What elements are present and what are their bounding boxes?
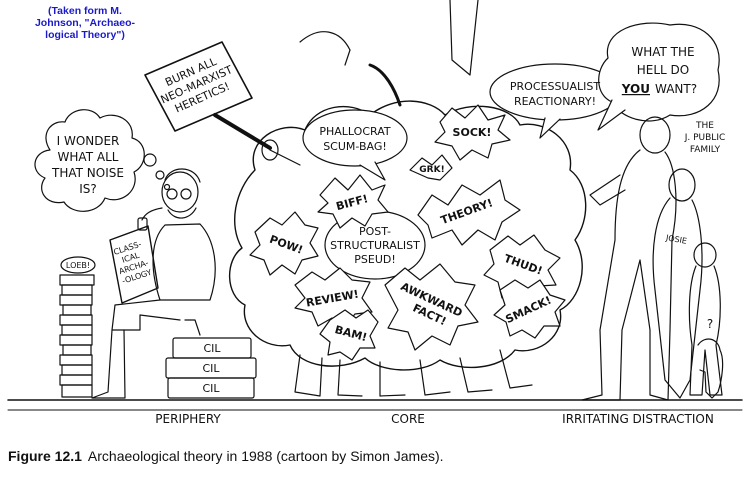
speech-bubbles <box>302 22 720 280</box>
post-line-2: STRUCTURALIST <box>330 239 420 252</box>
phallocrat-line-2: SCUM-BAG! <box>323 140 387 153</box>
figure-number: Figure 12.1 <box>8 448 82 464</box>
book-stack-label: LOEB! <box>66 261 90 270</box>
cil-label-1: CIL <box>203 342 221 355</box>
family-line-2: J. PUBLIC <box>684 133 726 143</box>
bang-grk: GRK! <box>419 165 444 175</box>
bang-sock: SOCK! <box>453 126 492 139</box>
whatthe-line-1: WHAT THE <box>631 45 694 59</box>
family-line-3: FAMILY <box>690 145 721 155</box>
sound-effects <box>249 104 566 361</box>
phallocrat-line-1: PHALLOCRAT <box>319 125 391 138</box>
whatthe-line-2: HELL DO <box>637 63 689 77</box>
book <box>109 225 159 304</box>
credit-line-2: Johnson, "Archaeo- <box>34 17 136 29</box>
credit-note: (Taken form M. Johnson, "Archaeo- logica… <box>30 5 140 41</box>
whatthe-you: YOU <box>621 82 650 96</box>
thought-line-4: IS? <box>79 182 97 196</box>
brawl-cloud <box>228 0 587 397</box>
dog-question-mark: ? <box>707 317 713 331</box>
post-line-3: PSEUD! <box>354 253 396 266</box>
cil-label-3: CIL <box>202 382 220 395</box>
book-stack <box>59 256 96 398</box>
whatthe-want: WANT? <box>655 82 697 96</box>
processualist-line-2: REACTIONARY! <box>514 95 596 108</box>
shirt-label: JOSIE <box>664 233 687 246</box>
cartoon-illustration: I WONDER WHAT ALL THAT NOISE IS? BURN AL… <box>7 0 743 426</box>
cil-label-2: CIL <box>202 362 220 375</box>
caption-text: Archaeological theory in 1988 (cartoon b… <box>87 448 444 464</box>
label-core: CORE <box>391 412 425 426</box>
thought-line-3: THAT NOISE <box>51 166 124 180</box>
credit-line-3: logical Theory") <box>45 29 125 41</box>
placard <box>144 41 279 161</box>
thought-bubble <box>34 109 171 212</box>
figure-caption: Figure 12.1 Archaeological theory in 1988… <box>8 448 444 464</box>
cil-volumes <box>165 337 257 399</box>
thought-line-1: I WONDER <box>57 134 120 148</box>
family-line-1: THE <box>695 121 714 131</box>
credit-line-1: (Taken form M. <box>48 5 122 17</box>
label-irritating-distraction: IRRITATING DISTRACTION <box>562 412 714 426</box>
post-line-1: POST- <box>359 225 391 238</box>
scholar-figure <box>91 168 216 399</box>
processualist-line-1: PROCESSUALIST <box>510 80 600 93</box>
thought-line-2: WHAT ALL <box>58 150 119 164</box>
label-periphery: PERIPHERY <box>155 412 221 426</box>
public-family <box>581 116 724 401</box>
